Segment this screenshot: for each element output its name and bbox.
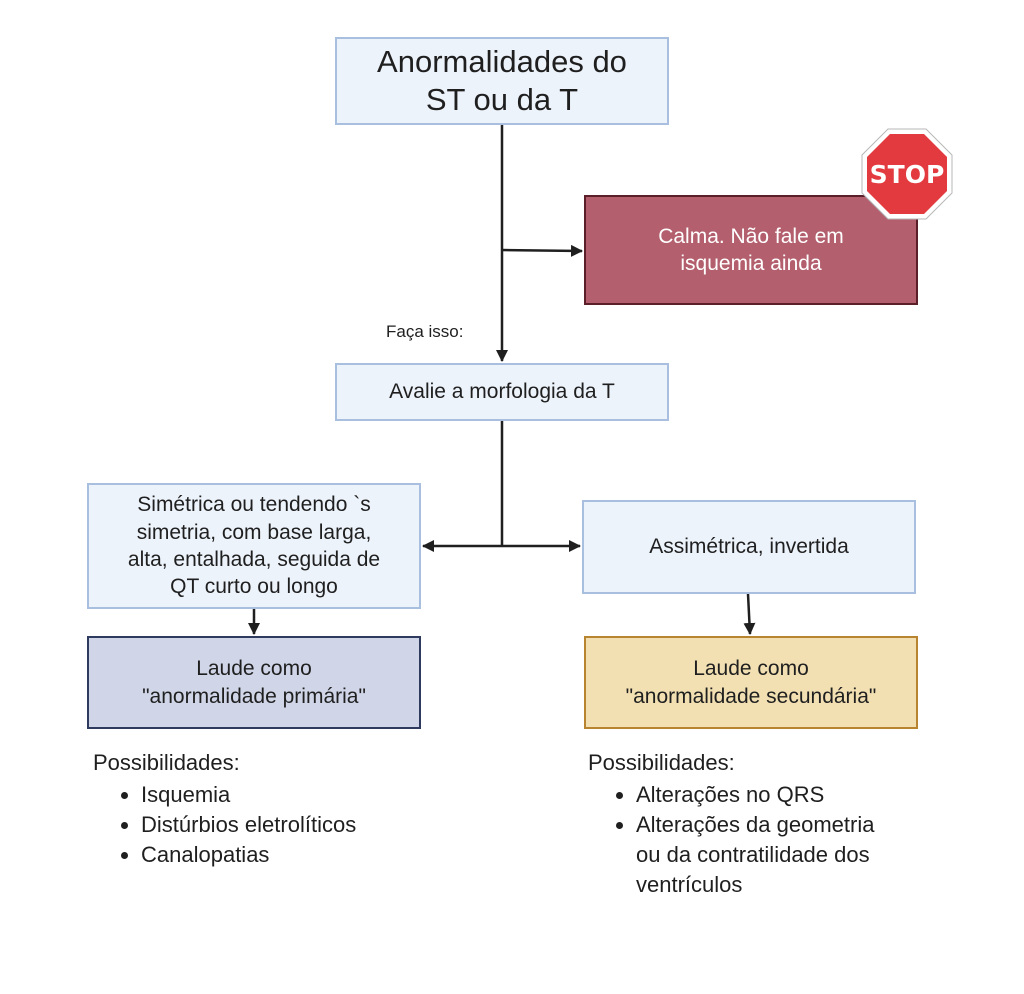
list-item: Alterações da geometria ou da contratili… [636, 810, 888, 900]
node-symmetric-t: Simétrica ou tendendo `s simetria, com b… [87, 483, 421, 609]
list-item: Alterações no QRS [636, 780, 888, 810]
stop-sign-octagon [867, 134, 947, 214]
node-secondary-abnormality: Laude como "anormalidade secundária" [584, 636, 918, 729]
edge-label-do-this: Faça isso: [386, 322, 464, 341]
stop-sign-icon: STOP [861, 128, 953, 220]
node-dont-mention-ischemia: Calma. Não fale em isquemia ainda [584, 195, 918, 305]
stop-sign-label: STOP [870, 160, 945, 189]
node-primary-abnormality: Laude como "anormalidade primária" [87, 636, 421, 729]
list-item: Distúrbios eletrolíticos [141, 810, 453, 840]
possibilities-list-secondary: Possibilidades: Alterações no QRS Altera… [588, 748, 888, 900]
list-item: Canalopatias [141, 840, 453, 870]
arrow-asymmetric-to-secondary [743, 593, 756, 635]
arrow-to-stop-box [501, 244, 583, 257]
possibilities-title: Possibilidades: [588, 750, 735, 775]
possibilities-list-primary: Possibilidades: Isquemia Distúrbios elet… [93, 748, 453, 870]
node-st-t-abnormalities: Anormalidades do ST ou da T [335, 37, 669, 125]
node-evaluate-t-morphology: Avalie a morfologia da T [335, 363, 669, 421]
node-asymmetric-inverted-t: Assimétrica, invertida [582, 500, 916, 594]
possibilities-title: Possibilidades: [93, 750, 240, 775]
list-item: Isquemia [141, 780, 453, 810]
